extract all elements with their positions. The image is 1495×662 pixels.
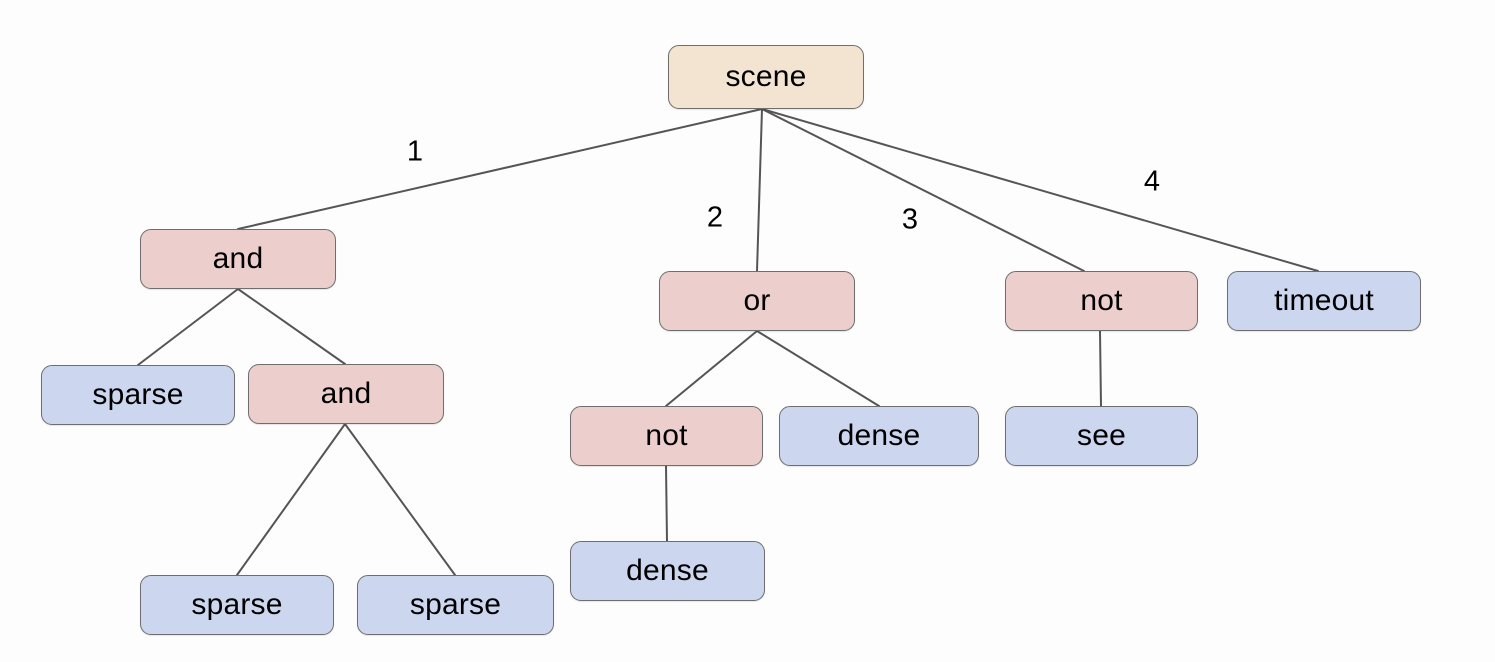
tree-node-not2[interactable]: not <box>570 406 763 466</box>
tree-node-not1[interactable]: not <box>1005 271 1198 331</box>
tree-node-or1[interactable]: or <box>659 271 855 331</box>
tree-edge <box>137 288 239 366</box>
edge-label-1: 1 <box>406 135 424 168</box>
tree-node-sparse2[interactable]: sparse <box>140 575 334 635</box>
edge-label-3: 3 <box>901 203 919 236</box>
tree-node-and1[interactable]: and <box>140 229 336 289</box>
tree-node-dense1[interactable]: dense <box>779 406 979 466</box>
tree-edge <box>237 288 346 365</box>
edge-label-2: 2 <box>706 201 724 234</box>
tree-node-timeout1[interactable]: timeout <box>1227 271 1421 331</box>
tree-edge <box>665 330 758 407</box>
tree-edge <box>344 423 456 576</box>
tree-node-sparse3[interactable]: sparse <box>357 575 554 635</box>
tree-node-sparse1[interactable]: sparse <box>41 365 235 425</box>
tree-edge <box>236 423 346 576</box>
tree-edge <box>756 108 763 272</box>
tree-node-dense2[interactable]: dense <box>570 541 765 601</box>
tree-node-see1[interactable]: see <box>1005 406 1198 466</box>
edge-label-4: 4 <box>1143 165 1161 198</box>
tree-edge <box>756 330 880 407</box>
tree-node-scene[interactable]: scene <box>668 45 864 109</box>
tree-edge <box>761 108 1319 272</box>
tree-edge <box>665 465 668 542</box>
tree-node-and2[interactable]: and <box>248 364 444 424</box>
tree-edge <box>1099 330 1102 407</box>
tree-edge <box>761 108 1085 272</box>
tree-edge <box>237 108 763 230</box>
